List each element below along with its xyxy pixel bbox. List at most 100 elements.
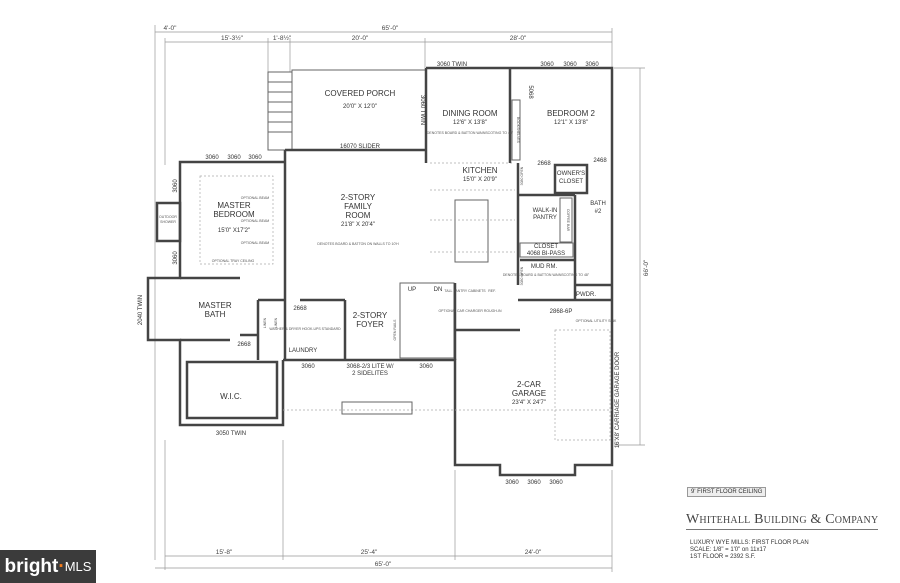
window-3060: 3060 xyxy=(173,179,179,193)
foyer-label-2: FOYER xyxy=(356,320,384,329)
stair-down: DN xyxy=(434,287,443,293)
outdoor-shower-1: OUTDOOR xyxy=(159,215,177,219)
closet-door: 4068 BI-PASS xyxy=(527,251,565,257)
dim-top-seg-4: 28'-0" xyxy=(510,35,527,42)
kitchen-label: KITCHEN xyxy=(462,166,497,175)
family-label-2: FAMILY xyxy=(344,202,373,211)
utility-sink: OPTIONAL UTILITY SINK xyxy=(576,319,617,323)
window-3060-twin: 3060 TWIN xyxy=(437,62,467,68)
window-3060: 3060 xyxy=(419,364,433,370)
entry-door-sidelites: 2 SIDELITES xyxy=(352,371,388,377)
dim-bottom-seg-2: 25'-4" xyxy=(361,549,378,556)
bedroom2-size: 12'1" X 13'8" xyxy=(554,120,588,126)
dim-top-overall: 65'-0" xyxy=(382,25,399,32)
window-3060-twin-porch: 3060 TWIN xyxy=(419,95,425,125)
open-3080-label: 3080 OPEN xyxy=(520,266,524,285)
optional-beam: OPTIONAL BEAM xyxy=(241,241,270,245)
door-2868: 2668 xyxy=(293,306,307,312)
dining-size: 12'6" X 13'8" xyxy=(453,120,487,126)
open-rails: OPEN RAILS xyxy=(393,319,397,341)
outdoor-shower-2: SHOWER xyxy=(160,220,176,224)
mud-room-label: MUD RM. xyxy=(531,264,558,270)
mud-room-note: DENOTES BOARD & BATTON WAINSCOTING TO 48… xyxy=(503,273,590,277)
family-size: 21'8" X 20'4" xyxy=(341,222,375,228)
window-3060: 3060 xyxy=(248,155,262,161)
door-2668: 2668 xyxy=(237,342,251,348)
laundry-note: WASHER & DRYER HOOK-UPS STANDARD xyxy=(269,327,341,331)
wic-label: W.I.C. xyxy=(220,392,242,401)
plan-name: LUXURY WYE MILLS: FIRST FLOOR PLAN xyxy=(690,540,809,546)
optional-tray-ceiling: OPTIONAL TRAY CEILING xyxy=(212,259,255,263)
family-label-1: 2-STORY xyxy=(341,193,376,202)
optional-beam: OPTIONAL BEAM xyxy=(241,219,270,223)
window-3060: 3060 xyxy=(173,251,179,265)
garage-label-1: 2-CAR xyxy=(517,380,541,389)
window-3060: 3060 xyxy=(301,364,315,370)
closet-label: CLOSET xyxy=(534,244,558,250)
owners-closet-label-2: CLOSET xyxy=(559,179,583,185)
dim-top-seg-1: 15'-3½" xyxy=(221,34,244,42)
dim-right-overall: 66'-0" xyxy=(643,259,650,276)
dim-bottom-seg-3: 24'-0" xyxy=(525,549,542,556)
entry-door: 3068-2/3 LITE W/ xyxy=(346,364,393,370)
master-bedroom-size: 15'0" X17'2" xyxy=(218,228,250,234)
title-block-info: LUXURY WYE MILLS: FIRST FLOOR PLAN SCALE… xyxy=(690,540,809,561)
ceiling-note: 9' FIRST FLOOR CEILING xyxy=(687,487,767,497)
car-charger: OPTIONAL CAR CHARGER ROUGH-IN xyxy=(438,309,502,313)
family-note: DENOTES BOARD & BATTON ON WALLS TO 10'H xyxy=(317,242,399,246)
owners-closet-label-1: OWNER'S xyxy=(557,171,585,177)
master-bedroom-label-2: BEDROOM xyxy=(213,210,255,219)
open-3080-label: 3080 OPEN xyxy=(520,166,524,185)
foyer-label-1: 2-STORY xyxy=(353,311,388,320)
window-3060: 3060 xyxy=(527,480,541,486)
door-2668: 2668 xyxy=(537,161,551,167)
tall-pantry: TALL PANTRY CABINETS xyxy=(444,289,486,293)
window-3060: 3060 xyxy=(585,62,599,68)
dim-top-offset: 4'-0" xyxy=(164,25,178,32)
logo-suffix: MLS xyxy=(64,559,92,574)
window-3050-twin: 3050 TWIN xyxy=(216,431,246,437)
family-label-3: ROOM xyxy=(346,211,371,220)
garage-size: 23'4" X 24'7" xyxy=(512,400,546,406)
window-3060: 3060 xyxy=(563,62,577,68)
door-2468: 2468 xyxy=(593,158,607,164)
floor-area: 1ST FLOOR = 2392 S.F. xyxy=(690,554,756,560)
garage-door: 16'X8' CARRIAGE GARAGE DOOR xyxy=(615,351,621,448)
master-bath-label-1: MASTER xyxy=(198,301,232,310)
window-3060: 3060 xyxy=(505,480,519,486)
linen-label: LINEN xyxy=(274,317,278,328)
dim-bottom-seg-1: 15'-8" xyxy=(216,549,233,556)
slider-door: 16070 SLIDER xyxy=(340,144,381,150)
pantry-label-2: PANTRY xyxy=(533,215,557,221)
kitchen-size: 15'0" X 20'9" xyxy=(463,177,497,183)
garage-entry-door: 2868-6P xyxy=(550,309,573,315)
porch-size: 20'0" X 12'0" xyxy=(343,104,377,110)
bookshelves-label: BOOKSHELVES xyxy=(516,117,520,144)
logo-brand: bright xyxy=(4,555,59,577)
coffee-bar-label: COFFEE BAR xyxy=(566,209,570,232)
bedroom2-label: BEDROOM 2 xyxy=(547,109,596,118)
optional-beam: OPTIONAL BEAM xyxy=(241,196,270,200)
dim-top-seg-2: 1'-8½" xyxy=(273,34,292,42)
stair-up: UP xyxy=(408,287,416,293)
porch-label-1: COVERED PORCH xyxy=(325,89,396,98)
dim-top-seg-3: 20'-0" xyxy=(352,35,369,42)
window-3060: 3060 xyxy=(540,62,554,68)
powder-label: PWDR. xyxy=(576,292,596,298)
master-bedroom-label-1: MASTER xyxy=(217,201,251,210)
plan-scale: SCALE: 1/8" = 1'0" on 11x17 xyxy=(690,547,767,553)
company-name: Whitehall Building & Company xyxy=(686,512,879,530)
refrigerator: REF. xyxy=(488,289,496,293)
window-3060: 3060 xyxy=(227,155,241,161)
dimension-lines xyxy=(154,25,645,572)
pantry-label-1: WALK-IN xyxy=(533,208,558,214)
garage-label-2: GARAGE xyxy=(512,389,546,398)
linen-label: LINEN xyxy=(263,317,267,328)
master-bath-label-2: BATH xyxy=(205,310,226,319)
window-3060: 3060 xyxy=(549,480,563,486)
dining-label: DINING ROOM xyxy=(442,109,497,118)
door-5068: 5068 xyxy=(527,85,533,99)
dining-note: DENOTES BOARD & BATTON WAINSCOTING TO 48… xyxy=(427,131,514,135)
dim-bottom-overall: 65'-0" xyxy=(375,561,392,568)
